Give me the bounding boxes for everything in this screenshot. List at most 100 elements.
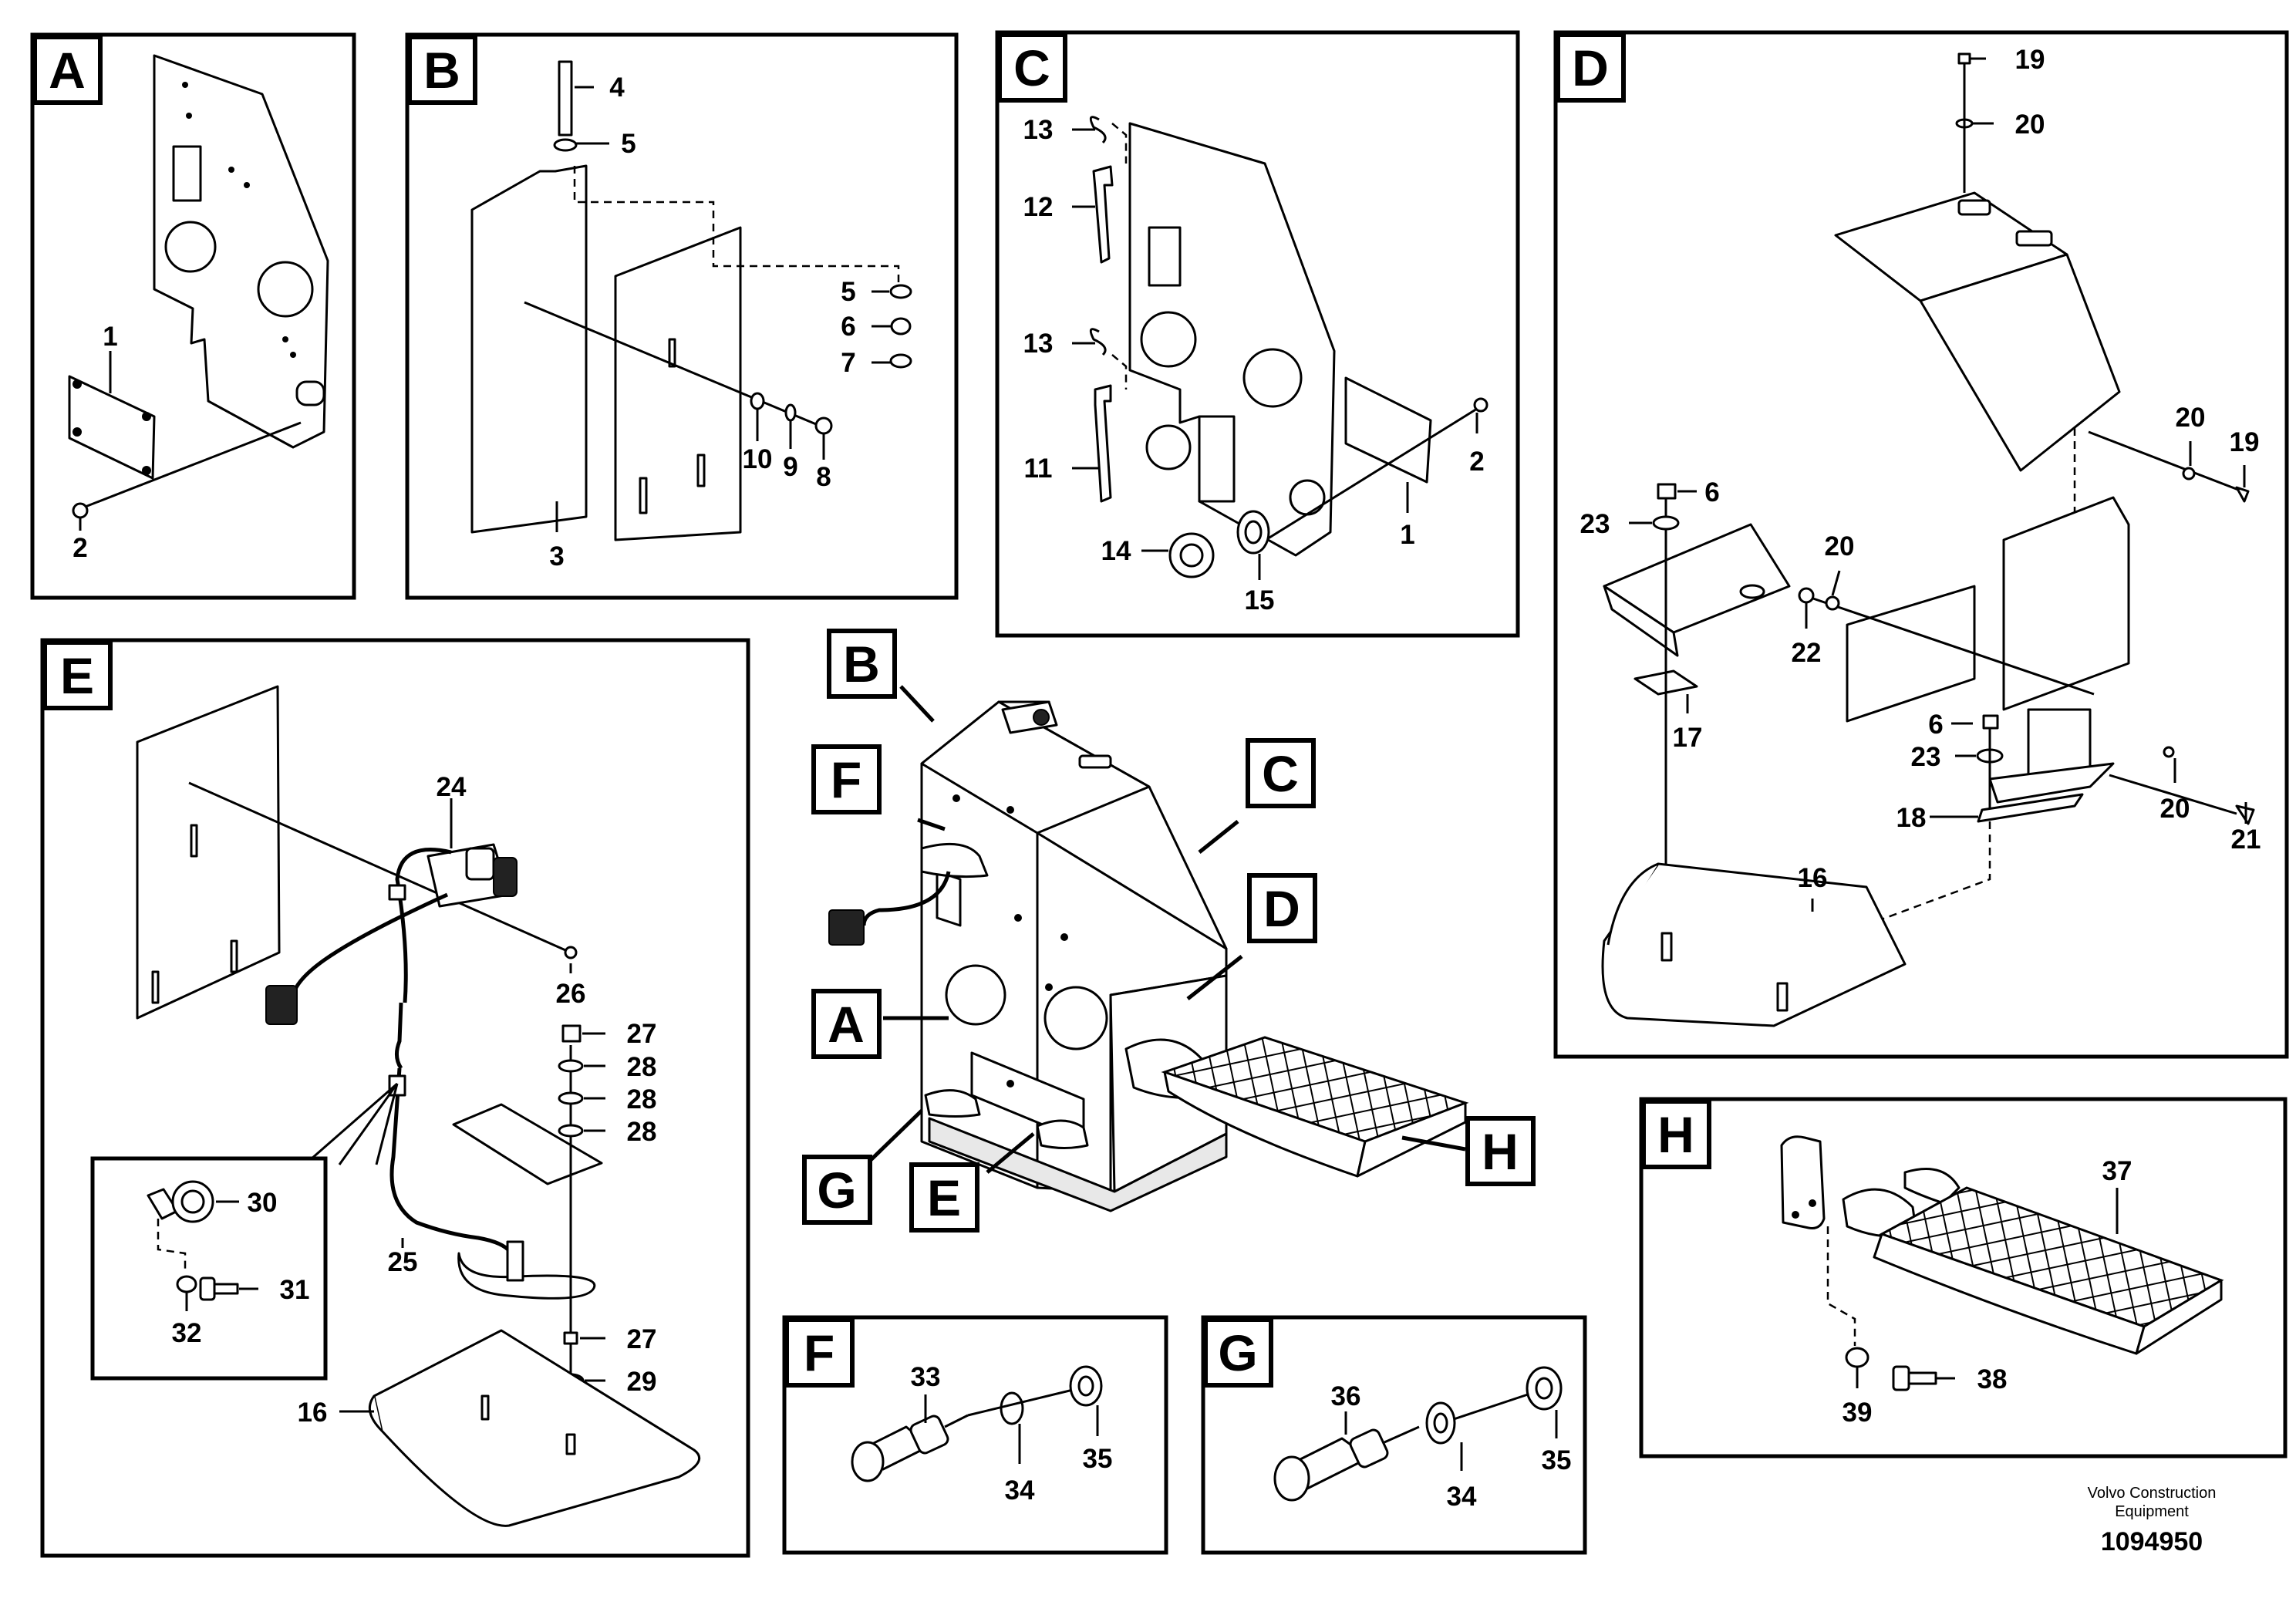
screw-31 — [199, 1276, 239, 1301]
callout: 5 — [841, 277, 855, 307]
overview-tag-d: D — [1247, 873, 1317, 943]
svg-text:F: F — [831, 751, 861, 808]
company-name-line2: Equipment — [2115, 1503, 2189, 1520]
section-tag-a-label: A — [49, 42, 86, 99]
cover-plate-1 — [68, 375, 156, 480]
pin-36 — [1273, 1425, 1420, 1502]
side-plate — [2002, 496, 2130, 711]
pin-33 — [851, 1414, 969, 1482]
callout: 24 — [437, 772, 467, 802]
cover-plate-1 — [1344, 376, 1432, 484]
bolt-4 — [558, 60, 573, 137]
callout: 28 — [627, 1052, 657, 1082]
section-tag-b: B — [407, 35, 477, 105]
bracket-plate-illustration — [153, 54, 329, 449]
callout: 39 — [1843, 1398, 1873, 1428]
panel-d: D — [1553, 30, 2289, 1059]
callout: 6 — [841, 312, 855, 342]
section-tag-c: C — [997, 32, 1067, 103]
section-tag-g: G — [1203, 1317, 1273, 1388]
callout: 5 — [621, 129, 636, 159]
section-tag-e: E — [42, 640, 113, 710]
overview-callouts: B F C D A G E H — [802, 629, 1536, 1233]
callout: 7 — [841, 348, 855, 378]
panel-h: H 37 38 39 — [1639, 1097, 2288, 1458]
callout: 31 — [280, 1275, 310, 1305]
overview-tag-f: F — [811, 744, 882, 814]
overview-tag-h: H — [1465, 1116, 1536, 1186]
callout: 13 — [1023, 115, 1054, 145]
callout: 20 — [1825, 531, 1855, 561]
company-name-line1: Volvo Construction — [2088, 1485, 2217, 1502]
callout: 2 — [72, 533, 87, 563]
callout: 19 — [2015, 45, 2045, 75]
panel-e: E 26 24 27 — [40, 638, 750, 1558]
bolt-27 — [561, 1024, 582, 1043]
section-tag-e-label: E — [60, 647, 94, 704]
valve-24 — [426, 843, 518, 908]
callout: 29 — [627, 1367, 657, 1397]
svg-text:C: C — [1262, 745, 1299, 802]
floor-plate-16 — [373, 1329, 701, 1527]
washer-39 — [1845, 1347, 1870, 1368]
svg-text:G: G — [817, 1162, 856, 1219]
lever-12 — [1092, 165, 1114, 264]
connector — [265, 985, 298, 1025]
locknut-15 — [1236, 510, 1270, 555]
callout: 26 — [556, 979, 586, 1009]
callout: 13 — [1023, 329, 1054, 359]
callout: 28 — [627, 1117, 657, 1147]
overview-tag-g: G — [802, 1155, 872, 1225]
callout: 22 — [1792, 638, 1822, 668]
bolt-38 — [1892, 1365, 1937, 1391]
callout: 27 — [627, 1324, 657, 1354]
section-tag-f-label: F — [804, 1324, 834, 1381]
callout: 28 — [627, 1084, 657, 1114]
callout: 8 — [816, 462, 831, 492]
mounting-plate — [614, 226, 742, 541]
section-tag-g-label: G — [1218, 1324, 1257, 1381]
callout: 38 — [1977, 1364, 2008, 1394]
callout: 1 — [1400, 520, 1414, 550]
overview-assembly — [828, 700, 1469, 1212]
callout: 9 — [783, 452, 797, 482]
nut-35 — [1069, 1365, 1103, 1407]
overview-tag-c: C — [1246, 738, 1316, 808]
panel-a: A 1 2 — [30, 32, 356, 600]
panel-b: B 4 5 5 6 7 10 9 8 3 — [405, 32, 959, 600]
cover-plate-3 — [470, 164, 588, 534]
section-tag-h-label: H — [1657, 1106, 1694, 1163]
section-tag-h: H — [1641, 1099, 1711, 1169]
callout: 2 — [1469, 447, 1484, 477]
overview-tag-a: A — [811, 989, 882, 1059]
callout: 3 — [549, 541, 564, 572]
section-tag-a: A — [32, 35, 103, 105]
callout: 11 — [1024, 454, 1053, 484]
nut-14 — [1168, 532, 1215, 578]
callout: 20 — [2160, 794, 2190, 824]
section-tag-b-label: B — [423, 42, 460, 99]
overview-tag-b: B — [827, 629, 897, 699]
svg-text:B: B — [843, 636, 880, 693]
callout: 35 — [1542, 1445, 1572, 1475]
callout: 33 — [911, 1362, 941, 1392]
callout: 34 — [1005, 1475, 1035, 1506]
section-tag-d-label: D — [1572, 39, 1609, 96]
callout: 15 — [1245, 585, 1275, 615]
bracket-plate — [452, 1103, 603, 1185]
callout: 30 — [248, 1188, 278, 1218]
callout: 27 — [627, 1019, 657, 1049]
svg-text:H: H — [1482, 1123, 1519, 1180]
callout: 18 — [1896, 803, 1927, 833]
callout: 20 — [2015, 110, 2045, 140]
callout: 36 — [1331, 1381, 1361, 1411]
hose-loop-25 — [457, 1252, 596, 1300]
shim-18 — [1977, 793, 2084, 823]
callout: 19 — [2230, 427, 2260, 457]
floor-plate-16 — [1601, 862, 1907, 1027]
callout: 23 — [1580, 509, 1610, 539]
washer-34 — [1425, 1401, 1456, 1445]
clamp-detail-inset: 30 31 32 — [90, 1156, 328, 1381]
bolt-6 — [1657, 483, 1677, 500]
